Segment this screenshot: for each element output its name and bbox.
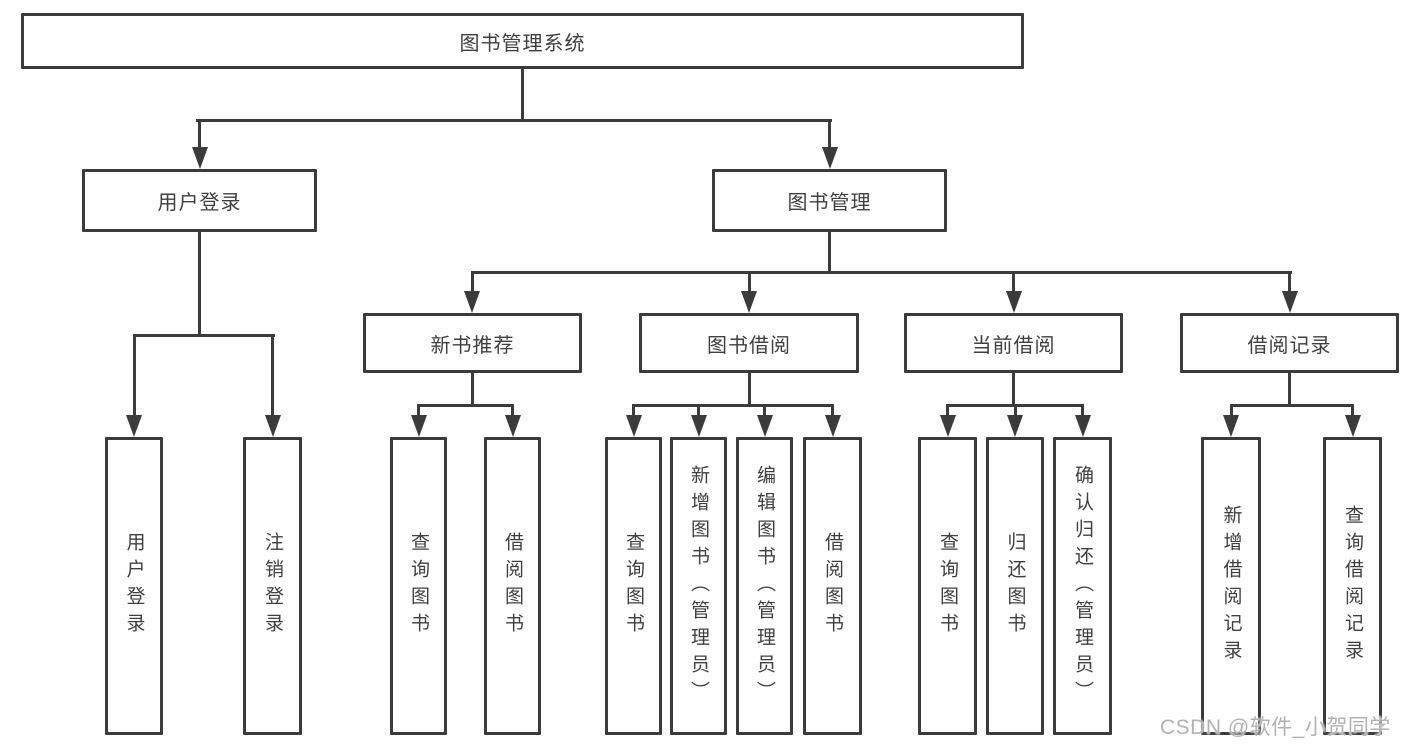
leaf-bb-add-books-admin-label: 新增图书（管理员） <box>688 464 709 708</box>
connector-cb-leaf3 <box>1081 406 1084 417</box>
connector-br-leaf2 <box>1351 406 1354 417</box>
connector-bb-leaf4 <box>831 406 834 417</box>
connector-to-user-login <box>198 121 201 149</box>
arrowhead-to-borrow-records <box>1281 291 1298 313</box>
leaf-nb-borrow-books-label: 借阅图书 <box>502 532 523 640</box>
node-book-management: 图书管理 <box>712 169 947 232</box>
node-borrow-records: 借阅记录 <box>1180 313 1399 373</box>
leaf-br-add-record: 新增借阅记录 <box>1201 437 1261 735</box>
leaf-cb-return-books: 归还图书 <box>986 437 1044 735</box>
connector-bb-leaf3 <box>763 406 766 417</box>
node-new-book-recommend: 新书推荐 <box>363 313 582 373</box>
connector-current-borrow-split <box>946 403 1084 407</box>
arrowhead-cb-leaf3 <box>1074 415 1091 437</box>
connector-borrow-records-split <box>1229 403 1354 407</box>
arrowhead-to-book-management <box>821 147 838 169</box>
connector-to-book-borrow <box>747 273 751 293</box>
node-root-library-system: 图书管理系统 <box>21 13 1024 69</box>
arrowhead-to-user-login <box>191 147 208 169</box>
connector-cb-leaf2 <box>1013 406 1017 417</box>
connector-cb-leaf1 <box>946 406 949 417</box>
connector-to-book-management <box>828 121 831 149</box>
connector-bb-leaf1 <box>632 406 635 417</box>
arrowhead-cb-leaf2 <box>1007 415 1023 437</box>
arrowhead-to-leaf-logout <box>264 415 281 437</box>
arrowhead-to-leaf-login <box>126 415 142 437</box>
leaf-user-login: 用户登录 <box>105 437 163 735</box>
connector-root-stem <box>520 68 524 121</box>
arrowhead-bb-leaf3 <box>756 415 773 437</box>
connector-nb-leaf2 <box>511 406 514 417</box>
connector-level3-split <box>470 271 1292 274</box>
connector-br-leaf1 <box>1229 406 1233 417</box>
arrowhead-to-current-borrow <box>1005 291 1022 313</box>
leaf-cb-query-books: 查询图书 <box>918 437 977 735</box>
arrowhead-cb-leaf1 <box>939 415 956 437</box>
leaf-bb-borrow-books: 借阅图书 <box>803 437 862 735</box>
leaf-bb-query-books: 查询图书 <box>605 437 662 735</box>
connector-level1-split <box>196 119 832 122</box>
connector-borrow-records-stem <box>1288 373 1291 406</box>
connector-book-borrow-stem <box>747 373 751 406</box>
connector-user-login-split <box>132 333 275 337</box>
arrowhead-bb-leaf2 <box>690 415 707 437</box>
connector-user-login-stem <box>198 232 201 336</box>
arrowhead-to-book-borrow <box>741 291 757 313</box>
connector-book-borrow-split <box>632 403 834 407</box>
leaf-nb-query-books-label: 查询图书 <box>408 532 429 640</box>
leaf-bb-borrow-books-label: 借阅图书 <box>822 532 843 640</box>
connector-to-leaf-login <box>132 336 136 417</box>
connector-current-borrow-stem <box>1012 373 1015 406</box>
arrowhead-bb-leaf4 <box>824 415 841 437</box>
node-book-borrow: 图书借阅 <box>639 313 859 373</box>
leaf-logout-label: 注销登录 <box>262 532 283 640</box>
connector-to-borrow-records <box>1288 273 1291 293</box>
connector-nb-leaf1 <box>417 406 420 417</box>
csdn-watermark: CSDN @软件_小贺同学 <box>1160 716 1391 739</box>
arrowhead-br-leaf2 <box>1344 415 1361 437</box>
leaf-bb-edit-books-admin: 编辑图书（管理员） <box>736 437 793 735</box>
connector-new-book-split <box>417 403 514 407</box>
node-current-borrow: 当前借阅 <box>904 313 1123 373</box>
leaf-nb-borrow-books: 借阅图书 <box>484 437 541 735</box>
connector-to-new-book <box>470 273 474 293</box>
arrowhead-nb-leaf1 <box>410 415 427 437</box>
node-user-login: 用户登录 <box>82 169 317 232</box>
leaf-cb-query-books-label: 查询图书 <box>937 532 958 640</box>
arrowhead-to-new-book <box>464 291 480 313</box>
leaf-bb-edit-books-admin-label: 编辑图书（管理员） <box>754 464 775 708</box>
leaf-cb-return-books-label: 归还图书 <box>1004 532 1026 640</box>
leaf-user-login-label: 用户登录 <box>123 532 145 640</box>
arrowhead-br-leaf1 <box>1223 415 1239 437</box>
leaf-cb-confirm-return-admin-label: 确认归还（管理员） <box>1072 464 1093 708</box>
leaf-bb-add-books-admin: 新增图书（管理员） <box>670 437 727 735</box>
leaf-br-query-record: 查询借阅记录 <box>1323 437 1382 735</box>
leaf-logout: 注销登录 <box>243 437 302 735</box>
connector-bb-leaf2 <box>697 406 700 417</box>
connector-to-current-borrow <box>1012 273 1015 293</box>
leaf-br-add-record-label: 新增借阅记录 <box>1220 505 1242 667</box>
leaf-nb-query-books: 查询图书 <box>390 437 447 735</box>
connector-book-management-stem <box>828 232 831 273</box>
leaf-br-query-record-label: 查询借阅记录 <box>1342 505 1363 667</box>
connector-to-leaf-logout <box>271 336 274 417</box>
leaf-cb-confirm-return-admin: 确认归还（管理员） <box>1053 437 1112 735</box>
arrowhead-bb-leaf1 <box>625 415 642 437</box>
connector-new-book-stem <box>470 373 474 406</box>
arrowhead-nb-leaf2 <box>504 415 521 437</box>
leaf-bb-query-books-label: 查询图书 <box>623 532 644 640</box>
